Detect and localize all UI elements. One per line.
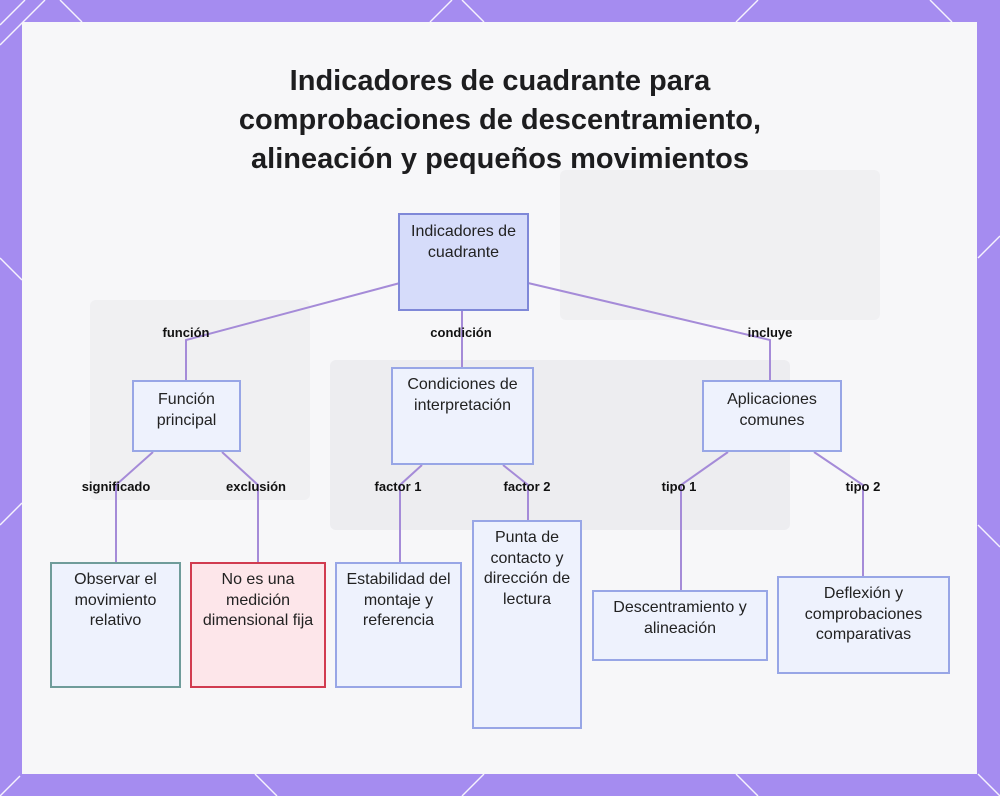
edge-label-tipo2: tipo 2 [846,479,881,494]
edge-root-aplicaciones [528,283,770,381]
node-punta-de-contacto[interactable]: Punta de contacto y dirección de lectura [472,520,582,729]
node-label: Estabilidad del montaje y referencia [345,570,452,632]
edge-aplicaciones-deflexion [814,452,863,576]
node-indicadores-de-cuadrante[interactable]: Indicadores de cuadrante [398,213,529,311]
node-label: Función principal [142,390,231,431]
node-label: Descentramiento y alineación [602,598,758,639]
node-label: Punta de contacto y dirección de lectura [482,528,572,610]
edge-label-condicion: condición [430,325,491,340]
node-label: Observar el movimiento relativo [60,570,171,632]
edge-label-exclusion: exclusión [226,479,286,494]
edge-funcion-no-medicion [222,452,258,562]
edge-label-factor1: factor 1 [375,479,422,494]
node-label: No es una medición dimensional fija [200,570,316,632]
edge-label-significado: significado [82,479,151,494]
node-aplicaciones-comunes[interactable]: Aplicaciones comunes [702,380,842,452]
edge-root-funcion [186,283,400,381]
edge-aplicaciones-descentramiento [681,452,728,590]
edge-label-incluye: incluye [748,325,793,340]
node-descentramiento-alineacion[interactable]: Descentramiento y alineación [592,590,768,661]
edge-funcion-observar [116,452,153,562]
edge-label-funcion: función [163,325,210,340]
node-condiciones-de-interpretacion[interactable]: Condiciones de interpretación [391,367,534,465]
node-observar-movimiento-relativo[interactable]: Observar el movimiento relativo [50,562,181,688]
edge-label-tipo1: tipo 1 [662,479,697,494]
edge-label-factor2: factor 2 [504,479,551,494]
node-no-medicion-dimensional[interactable]: No es una medición dimensional fija [190,562,326,688]
node-label: Deflexión y comprobaciones comparativas [787,584,940,646]
node-funcion-principal[interactable]: Función principal [132,380,241,452]
node-label: Condiciones de interpretación [401,375,524,416]
node-label: Indicadores de cuadrante [408,222,519,263]
node-estabilidad-montaje[interactable]: Estabilidad del montaje y referencia [335,562,462,688]
node-label: Aplicaciones comunes [712,390,832,431]
node-deflexion-comparativas[interactable]: Deflexión y comprobaciones comparativas [777,576,950,674]
